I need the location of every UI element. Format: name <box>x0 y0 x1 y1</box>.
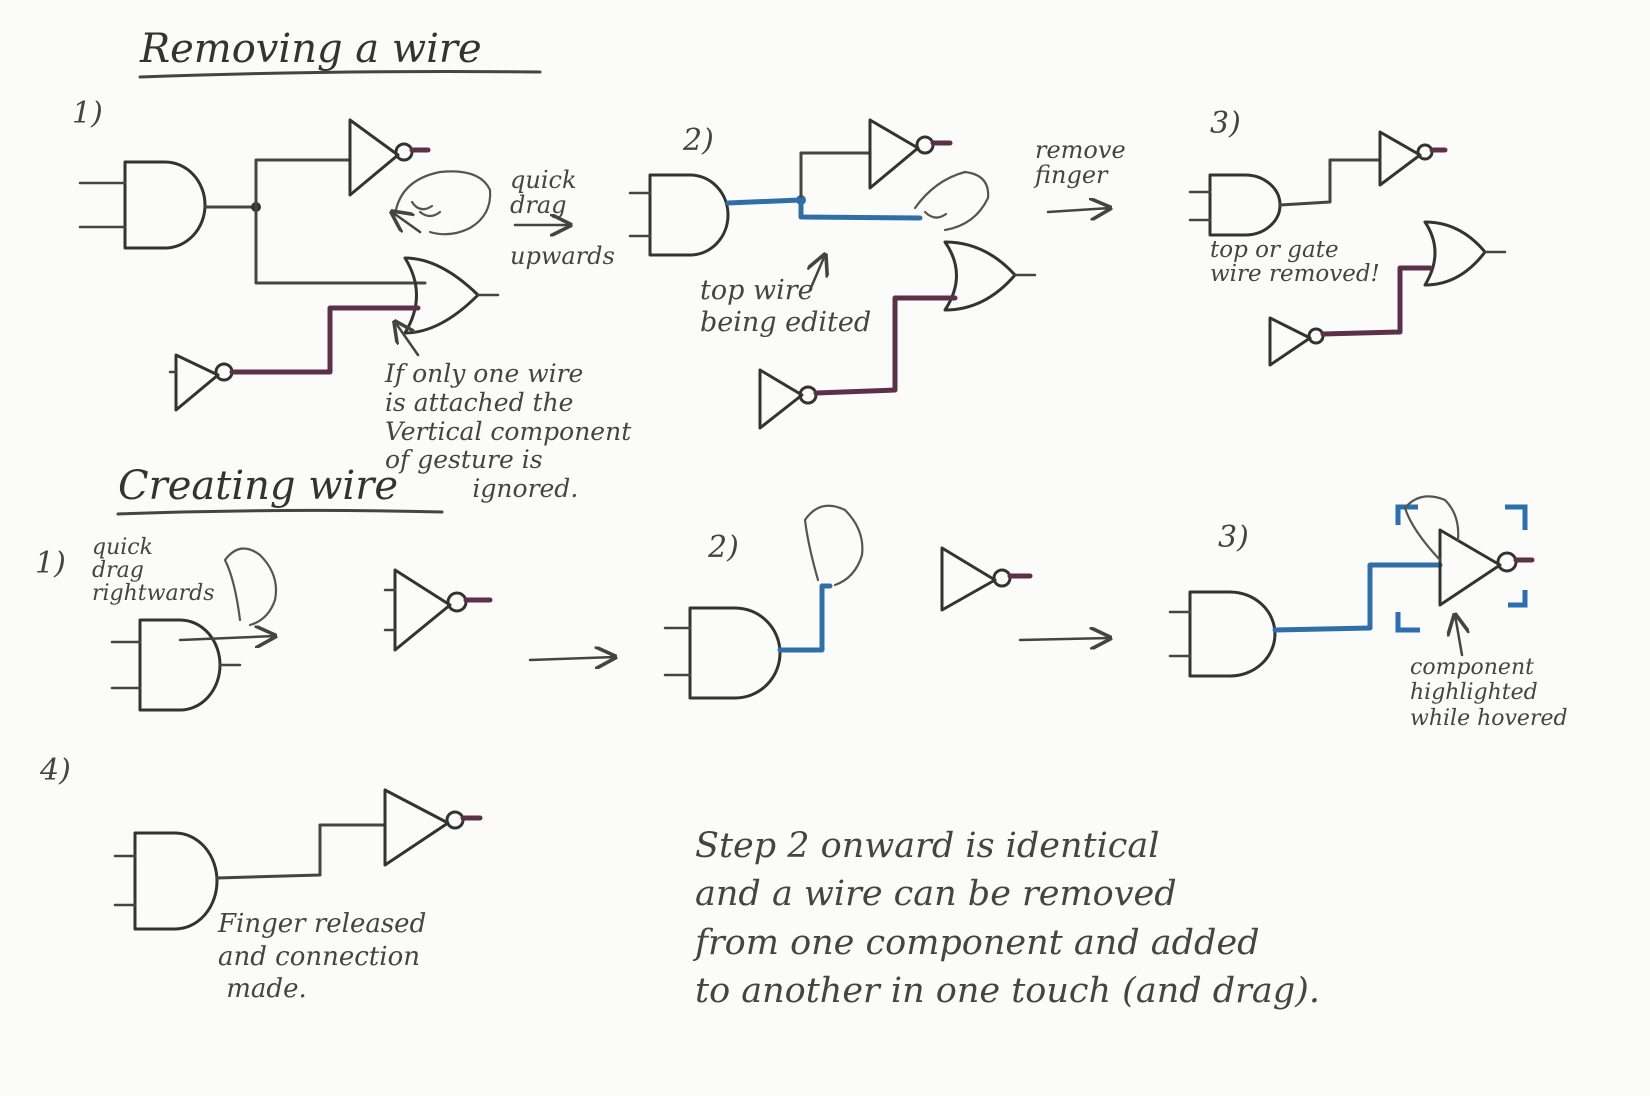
not-bubble <box>394 142 414 162</box>
new-wire <box>1272 562 1443 633</box>
note-quick-drag-rightwards: quick drag rightwards <box>92 535 215 607</box>
not-gate <box>348 118 400 197</box>
not-gate <box>383 788 450 867</box>
not-gate <box>868 118 920 190</box>
remove-step2-circuit <box>628 118 1037 430</box>
marked-wire <box>813 295 958 396</box>
and-gate <box>688 606 782 700</box>
not-gate-target <box>1438 528 1502 607</box>
finger-icon <box>393 170 492 236</box>
step-arrow <box>1018 638 1110 640</box>
finger-icon <box>223 547 278 627</box>
and-gate <box>648 173 730 257</box>
finger-icon <box>803 504 864 587</box>
finger-icon <box>1403 495 1460 562</box>
note-quick-drag-upwards: quick drag upwards <box>510 166 615 270</box>
not-gate <box>393 568 452 652</box>
and-gate <box>133 831 219 931</box>
note-single-wire: If only one wire is attached the Vertica… <box>385 359 632 503</box>
marked-wire <box>1320 265 1433 337</box>
not-gate <box>940 546 997 612</box>
or-gate <box>943 240 1017 312</box>
remove-step3-circuit <box>1188 130 1507 367</box>
step-label: 4) <box>40 753 71 788</box>
note-finger-released: Finger released and connection made. <box>218 909 427 1004</box>
remove-arrow <box>1046 208 1110 212</box>
heading-creating-wire: Creating wire <box>118 463 399 509</box>
and-gate <box>1208 173 1282 237</box>
not-gate-bottom <box>1268 316 1312 367</box>
note-component-highlighted: component highlighted while hovered <box>1410 655 1568 731</box>
new-wire <box>777 583 833 653</box>
create-step2-circuit <box>663 504 1033 700</box>
connected-wire <box>215 823 387 880</box>
edited-wire <box>798 197 923 221</box>
selection-corner-tl <box>1395 504 1418 525</box>
create-step3-circuit <box>1168 495 1535 678</box>
heading-underline-removing <box>138 70 542 79</box>
or-gate <box>403 256 480 335</box>
or-gate <box>1423 220 1487 287</box>
step-arrow <box>528 657 615 660</box>
note-top-or-gate-removed: top or gate wire removed! <box>1210 237 1380 288</box>
step-label: 2) <box>683 123 714 158</box>
not-gate-bottom <box>174 353 220 412</box>
step-label: 1) <box>35 546 66 581</box>
step-label: 3) <box>1210 106 1241 141</box>
and-gate <box>138 618 222 712</box>
create-step4-circuit <box>113 788 483 931</box>
remove-step1-circuit <box>78 118 500 412</box>
note-top-wire-edited: top wire being edited <box>700 275 872 339</box>
selection-corner-br <box>1508 590 1528 608</box>
heading-underline-creating <box>116 508 444 516</box>
and-gate <box>1188 590 1277 678</box>
step-label: 1) <box>72 96 103 131</box>
selection-corner-tr <box>1505 504 1528 530</box>
selection-corner-bl <box>1395 612 1420 633</box>
note-summary: Step 2 onward is identical and a wire ca… <box>695 826 1320 1011</box>
not-gate <box>1378 130 1422 187</box>
heading-removing-wire: Removing a wire <box>140 26 482 72</box>
note-remove-finger: remove finger <box>1035 136 1126 190</box>
create-step1-circuit <box>110 547 493 712</box>
finger-icon <box>913 170 990 232</box>
not-gate-bottom <box>758 368 804 430</box>
and-gate <box>123 160 207 250</box>
marked-wire <box>229 305 421 375</box>
step-label: 3) <box>1218 520 1249 555</box>
step-label: 2) <box>708 530 739 565</box>
